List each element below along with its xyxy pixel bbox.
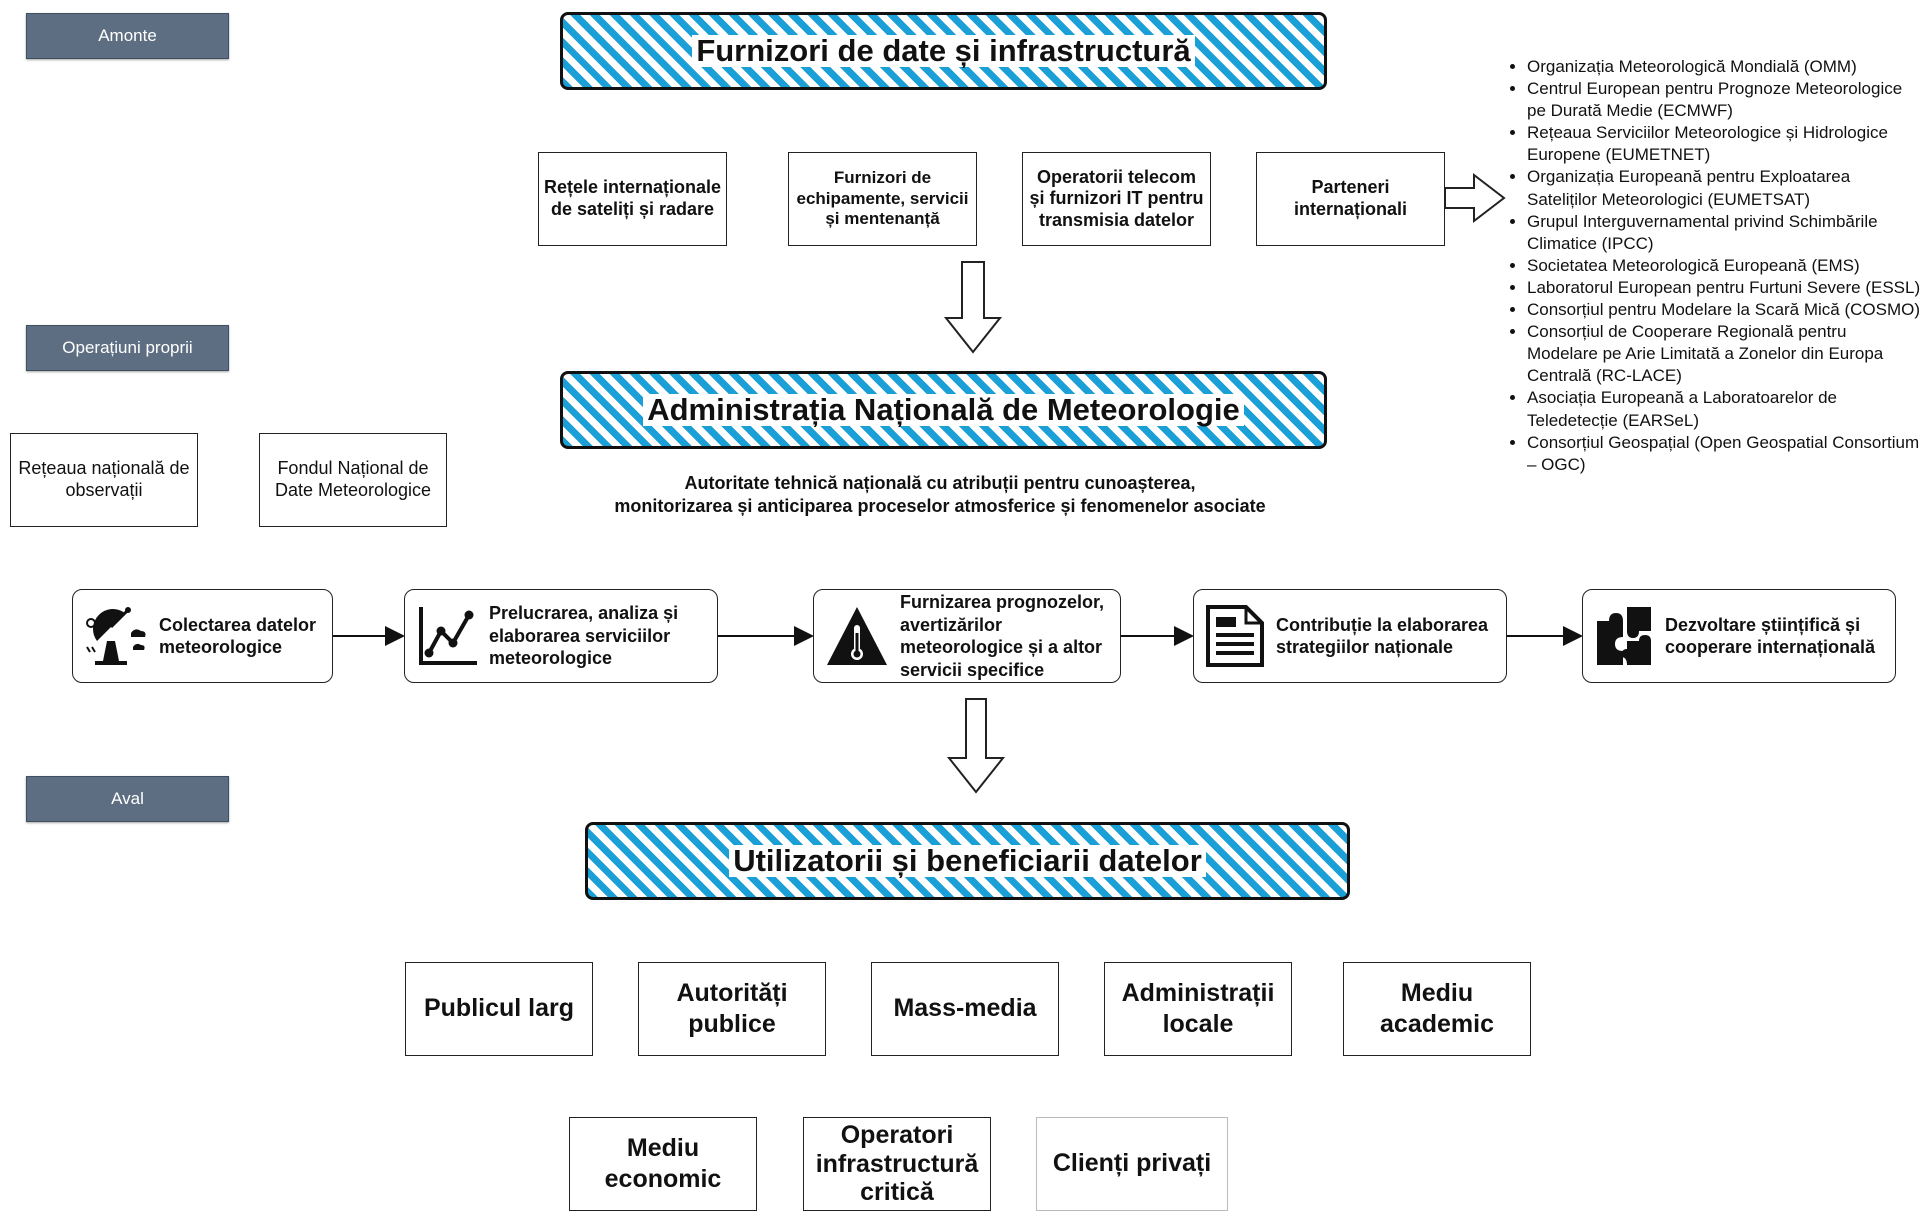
user-label: Mediu academic	[1380, 978, 1494, 1038]
partner-item: Laboratorul European pentru Furtuni Seve…	[1527, 277, 1921, 299]
partner-item: Grupul Interguvernamental privind Schimb…	[1527, 211, 1921, 255]
banner-suppliers-title: Furnizori de date și infrastructură	[692, 34, 1195, 68]
process-step-collection: Colectarea datelor meteorologice	[72, 589, 333, 683]
user-label: Clienți privați	[1052, 1149, 1212, 1178]
asset-box-observation-network: Rețeaua națională de observații	[10, 433, 198, 527]
stage-tag-upstream: Amonte	[26, 13, 229, 59]
partner-item: Organizația Europeană pentru Exploatarea…	[1527, 166, 1921, 210]
asset-box-data-fund: Fondul Național de Date Meteorologice	[259, 433, 447, 527]
user-box-economic: Mediu economic	[569, 1117, 757, 1211]
user-label: Administrații locale	[1121, 978, 1275, 1038]
asset-label: Fondul Național de Date Meteorologice	[274, 458, 432, 500]
supplier-box-telecom: Operatorii telecom și furnizori IT pentr…	[1022, 152, 1211, 246]
supplier-box-satellites: Rețele internaționale de sateliți și rad…	[538, 152, 727, 246]
supplier-box-equipment: Furnizori de echipamente, servicii și me…	[788, 152, 977, 246]
process-step-forecasts: Furnizarea prognozelor, avertizărilor me…	[813, 589, 1121, 683]
line-chart-icon	[415, 603, 479, 669]
user-box-mass-media: Mass-media	[871, 962, 1059, 1056]
warning-thermometer-icon	[824, 603, 890, 669]
partner-item: Centrul European pentru Prognoze Meteoro…	[1527, 78, 1921, 122]
anm-description-line: Autoritate tehnică națională cu atribuți…	[684, 473, 1196, 493]
stage-tag-downstream: Aval	[26, 776, 229, 822]
banner-users: Utilizatorii și beneficiarii datelor	[585, 822, 1350, 900]
banner-anm: Administrația Națională de Meteorologie	[560, 371, 1327, 449]
banner-suppliers: Furnizori de date și infrastructură	[560, 12, 1327, 90]
puzzle-icon	[1593, 603, 1655, 669]
process-step-processing: Prelucrarea, analiza și elaborarea servi…	[404, 589, 718, 683]
user-box-academia: Mediu academic	[1343, 962, 1531, 1056]
user-label: Mass-media	[893, 994, 1037, 1023]
partner-item: Asociația Europeană a Laboratoarelor de …	[1527, 387, 1921, 431]
down-arrow-to-users	[946, 698, 1006, 794]
supplier-label: Parteneri internaționali	[1293, 177, 1407, 219]
user-box-critical-infrastructure: Operatori infrastructură critică	[803, 1117, 991, 1211]
user-label: Operatori infrastructură critică	[815, 1120, 979, 1207]
partner-item: Societatea Meteorologică Europeană (EMS)	[1527, 255, 1921, 277]
banner-users-title: Utilizatorii și beneficiarii datelor	[729, 844, 1206, 878]
process-step-label: Dezvoltare științifică și cooperare inte…	[1665, 614, 1876, 658]
supplier-label: Rețele internaționale de sateliți și rad…	[543, 177, 722, 219]
down-arrow-suppliers-to-anm	[943, 261, 1003, 354]
right-arrow-to-partners	[1444, 172, 1506, 224]
user-label: Publicul larg	[423, 994, 575, 1023]
supplier-label: Furnizori de echipamente, servicii și me…	[796, 168, 969, 229]
partner-item: Consorțiul pentru Modelare la Scară Mică…	[1527, 299, 1921, 321]
user-box-private-clients: Clienți privați	[1036, 1117, 1228, 1211]
user-label: Autorități publice	[676, 978, 788, 1038]
process-step-label: Furnizarea prognozelor, avertizărilor me…	[900, 592, 1105, 680]
anm-description: Autoritate tehnică națională cu atribuți…	[540, 472, 1340, 519]
supplier-label: Operatorii telecom și furnizori IT pentr…	[1029, 166, 1204, 230]
user-box-general-public: Publicul larg	[405, 962, 593, 1056]
process-step-label: Prelucrarea, analiza și elaborarea servi…	[489, 603, 679, 669]
asset-label: Rețeaua națională de observații	[18, 458, 190, 500]
banner-anm-title: Administrația Națională de Meteorologie	[643, 393, 1244, 427]
anm-description-line: monitorizarea și anticiparea proceselor …	[614, 496, 1266, 517]
partner-item: Organizația Meteorologică Mondială (OMM)	[1527, 56, 1921, 78]
partners-list: Organizația Meteorologică Mondială (OMM)…	[1503, 56, 1921, 536]
user-box-public-authorities: Autorități publice	[638, 962, 826, 1056]
partner-item: Consorțiul de Cooperare Regională pentru…	[1527, 321, 1921, 387]
user-box-local-administrations: Administrații locale	[1104, 962, 1292, 1056]
user-label: Mediu economic	[604, 1133, 722, 1193]
stage-tag-own-operations: Operațiuni proprii	[26, 325, 229, 371]
process-step-label: Colectarea datelor meteorologice	[159, 614, 317, 658]
partner-item: Consorțiul Geospațial (Open Geospatial C…	[1527, 432, 1921, 476]
process-step-strategies: Contribuție la elaborarea strategiilor n…	[1193, 589, 1507, 683]
radar-weather-icon	[83, 603, 149, 669]
partner-item: Rețeaua Serviciilor Meteorologice și Hid…	[1527, 122, 1921, 166]
process-step-cooperation: Dezvoltare științifică și cooperare inte…	[1582, 589, 1896, 683]
process-step-label: Contribuție la elaborarea strategiilor n…	[1276, 614, 1489, 658]
document-icon	[1204, 603, 1266, 669]
supplier-box-partners: Parteneri internaționali	[1256, 152, 1445, 246]
